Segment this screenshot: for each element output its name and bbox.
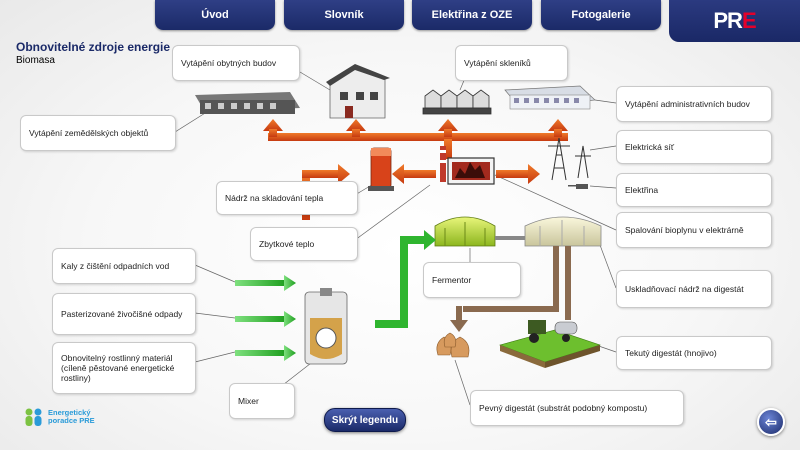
connector-pipe — [495, 236, 525, 240]
tractor-field-icon — [499, 320, 601, 368]
page-title: Obnovitelné zdroje energie — [16, 40, 171, 54]
greenhouse-icon — [422, 89, 492, 115]
nav-tab-label: Fotogalerie — [571, 9, 631, 21]
nav-tab-uvod[interactable]: Úvod — [155, 0, 275, 30]
label-pasterizovane-odpady: Pasterizované živočišné odpady — [52, 293, 196, 335]
label-elektricka-sit: Elektrická síť — [616, 130, 772, 164]
page-subtitle: Biomasa — [16, 55, 55, 66]
nav-tab-fotogalerie[interactable]: Fotogalerie — [541, 0, 661, 30]
energy-advisor-logo[interactable]: Energetický poradce PRE — [22, 407, 95, 427]
label-spalovani-bioplynu: Spalování bioplynu v elektrárně — [616, 212, 772, 248]
label-vytapeni-obytnych-budov: Vytápění obytných budov — [172, 45, 300, 81]
nav-tab-slovnik[interactable]: Slovník — [284, 0, 404, 30]
label-uskladnovaci-nadrz: Uskladňovací nádrž na digestát — [616, 270, 772, 308]
label-obnovitelny-rostlinny-material: Obnovitelný rostlinný materiál (cíleně p… — [52, 342, 196, 394]
nav-tab-label: Elektřina z OZE — [431, 9, 513, 21]
label-tekuty-digestat: Tekutý digestát (hnojivo) — [616, 336, 772, 370]
solid-digestate-sacks-icon — [436, 332, 470, 358]
label-vytapeni-skleniku: Vytápění skleníků — [455, 45, 568, 81]
label-vytapeni-administrativnich-budov: Vytápění administrativních budov — [616, 86, 772, 122]
power-pylon-icon — [548, 137, 591, 181]
label-zbytkove-teplo: Zbytkové teplo — [250, 227, 358, 261]
advisor-text: Energetický poradce PRE — [48, 407, 95, 425]
nav-tab-label: Slovník — [324, 9, 364, 21]
mixer-to-fermentor-arrow — [375, 230, 436, 328]
mixer-icon — [304, 288, 348, 365]
farm-buildings-icon — [195, 92, 300, 114]
office-building-icon — [504, 85, 596, 110]
logo-text: PRE — [713, 8, 756, 33]
digestate-pipes — [450, 246, 571, 332]
label-kaly-z-cisteni: Kaly z čištění odpadních vod — [52, 248, 196, 284]
label-mixer: Mixer — [229, 383, 295, 419]
input-arrows — [235, 275, 296, 361]
label-fermentor: Fermentor — [423, 262, 521, 298]
pre-logo[interactable]: PRE — [669, 0, 800, 42]
nav-tab-elektrina-z-oze[interactable]: Elektřina z OZE — [412, 0, 532, 30]
advisor-people-icon — [25, 408, 42, 426]
label-nadrz-na-skladovani-tepla: Nádrž na skladování tepla — [216, 181, 358, 215]
hide-legend-button[interactable]: Skrýt legendu — [324, 408, 406, 432]
label-vytapeni-zemedelskych-objektu: Vytápění zemědělských objektů — [20, 115, 176, 151]
back-arrow-icon[interactable]: ⇦ — [757, 408, 785, 436]
digestate-storage-icon — [524, 216, 602, 247]
label-pevny-digestat: Pevný digestát (substrát podobný kompost… — [470, 390, 684, 426]
power-plant-icon — [440, 146, 495, 185]
fermentor-icon — [434, 216, 496, 247]
heat-storage-tank-icon — [368, 147, 394, 191]
house-icon — [326, 64, 390, 119]
label-elektrina: Elektřina — [616, 173, 772, 207]
electricity-plug-icon — [568, 184, 588, 189]
nav-tab-label: Úvod — [201, 9, 229, 21]
